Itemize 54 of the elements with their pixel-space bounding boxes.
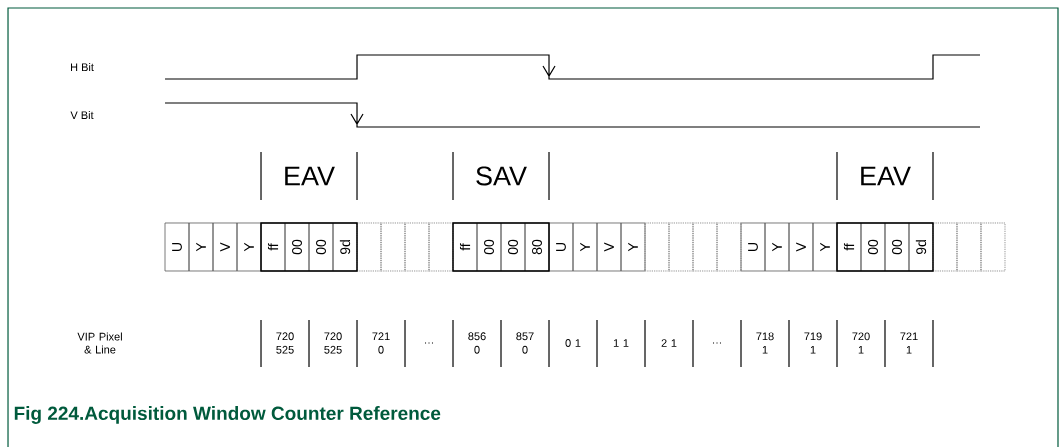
table-cell: 0 1 <box>565 339 581 347</box>
empty-cell <box>644 222 670 272</box>
byte-cell: V <box>596 222 622 272</box>
byte-cell: Y <box>236 222 262 272</box>
marker-label: EAV <box>285 166 335 186</box>
byte-cell: 9d <box>332 222 358 272</box>
byte-cell: 00 <box>860 222 886 272</box>
byte-cell: 00 <box>476 222 502 272</box>
byte-cell: Y <box>764 222 790 272</box>
table-cell: 721 1 <box>900 332 918 354</box>
byte-cell: ff <box>836 222 862 272</box>
empty-cell <box>380 222 406 272</box>
table-cell: … <box>425 342 433 344</box>
table-cell: 856 0 <box>468 332 486 354</box>
byte-cell: U <box>548 222 574 272</box>
empty-cell <box>356 222 382 272</box>
empty-cell <box>668 222 694 272</box>
byte-cell: Y <box>620 222 646 272</box>
byte-cell: 9d <box>908 222 934 272</box>
byte-cell: V <box>212 222 238 272</box>
byte-cell: 00 <box>500 222 526 272</box>
byte-cell: U <box>164 222 190 272</box>
table-cell: 720 525 <box>324 332 342 354</box>
byte-cell: ff <box>452 222 478 272</box>
empty-cell <box>404 222 430 272</box>
empty-cell <box>692 222 718 272</box>
table-cell: 857 0 <box>516 332 534 354</box>
table-cell: 718 1 <box>756 332 774 354</box>
byte-cell: 00 <box>308 222 334 272</box>
caption: Fig 224.Acquisition Window Counter Reference <box>14 406 441 424</box>
table-cell: 720 1 <box>852 332 870 354</box>
table-cell: … <box>713 342 721 344</box>
byte-cell: Y <box>812 222 838 272</box>
empty-cell <box>956 222 982 272</box>
table-cell: 719 1 <box>804 332 822 354</box>
table-cell: 721 0 <box>372 332 390 354</box>
byte-cell: Y <box>572 222 598 272</box>
signal-name: H Bit <box>71 62 94 71</box>
empty-cell <box>932 222 958 272</box>
row-label: VIP Pixel & Line <box>77 332 122 354</box>
marker-label: SAV <box>476 166 527 186</box>
byte-cell: Y <box>188 222 214 272</box>
byte-cell: 00 <box>884 222 910 272</box>
table-cell: 720 525 <box>276 332 294 354</box>
empty-cell <box>980 222 1006 272</box>
byte-cell: U <box>740 222 766 272</box>
byte-cell: ff <box>260 222 286 272</box>
byte-cell: 00 <box>284 222 310 272</box>
signal-name: V Bit <box>70 110 94 119</box>
table-cell: 2 1 <box>661 339 677 347</box>
byte-cell: 80 <box>524 222 550 272</box>
table-cell: 1 1 <box>613 339 629 347</box>
byte-cell: V <box>788 222 814 272</box>
marker-label: EAV <box>861 166 911 186</box>
